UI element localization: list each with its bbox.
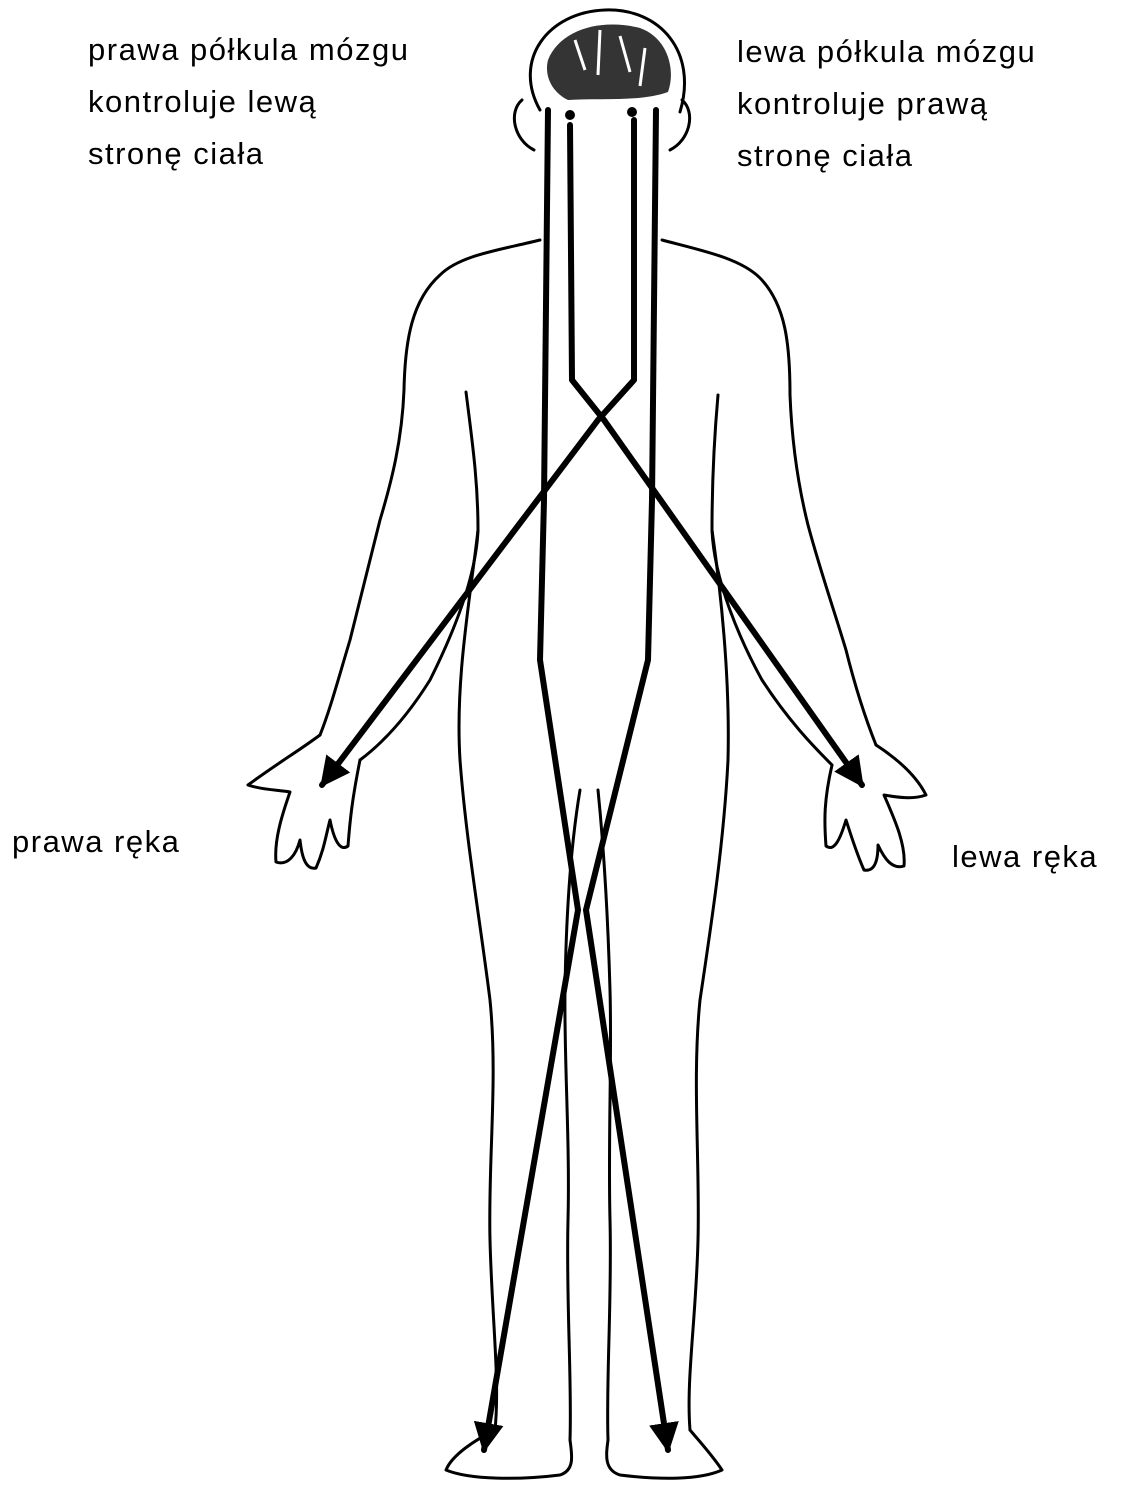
left-hemisphere-line-1: lewa półkula mózgu xyxy=(737,26,1036,78)
pathway-to-left-hand xyxy=(570,125,862,785)
left-hemisphere-line-3: stronę ciała xyxy=(737,130,1036,182)
left-hemisphere-line-2: kontroluje prawą xyxy=(737,78,1036,130)
left-hand-icon xyxy=(825,745,926,870)
left-hand-label: lewa ręka xyxy=(952,831,1098,883)
pathway-to-right-hand xyxy=(322,120,634,785)
left-hemisphere-label: lewa półkula mózgu kontroluje prawą stro… xyxy=(737,26,1036,182)
right-hemisphere-label: prawa półkula mózgu kontroluje lewą stro… xyxy=(88,24,409,180)
spinal-column-left xyxy=(484,110,578,1450)
right-hemisphere-line-1: prawa półkula mózgu xyxy=(88,24,409,76)
right-hemisphere-line-3: stronę ciała xyxy=(88,128,409,180)
spinal-column-right xyxy=(586,110,668,1450)
brain-icon xyxy=(547,25,671,120)
right-hand-label: prawa ręka xyxy=(12,816,180,868)
right-hemisphere-line-2: kontroluje lewą xyxy=(88,76,409,128)
right-foot-icon xyxy=(446,1430,572,1478)
